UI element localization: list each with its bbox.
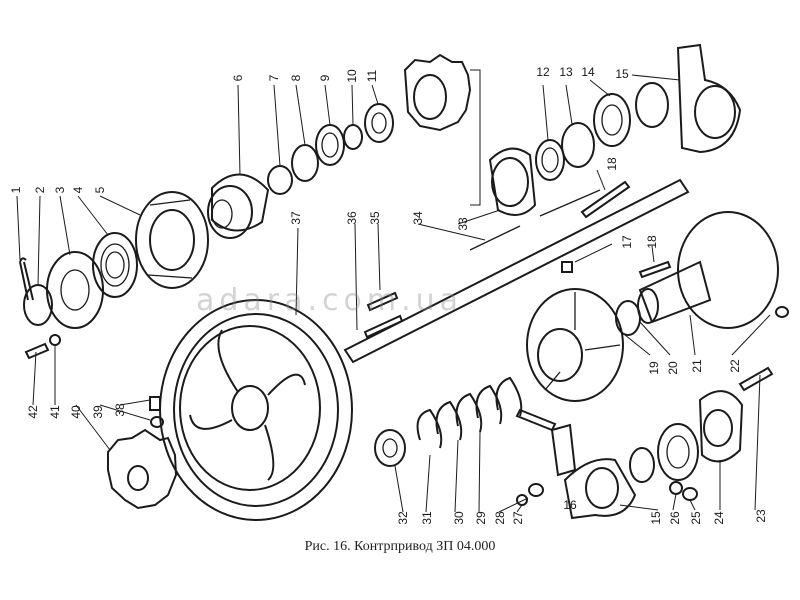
part-6-hub-flange: [207, 173, 270, 239]
label-18-right: 18: [645, 235, 659, 249]
label-25: 25: [689, 511, 703, 525]
part-23-bolt: [738, 366, 774, 392]
label-34: 34: [411, 211, 425, 225]
part-16-pillow-block: [563, 458, 637, 520]
part-17-grease-nipple: [561, 261, 573, 273]
part-21-pulley-half: [637, 211, 779, 329]
part-8-ring: [291, 144, 319, 182]
label-18-top: 18: [605, 157, 619, 171]
label-15-bottom: 15: [649, 511, 663, 525]
part-40-sprocket: [107, 428, 178, 510]
part-39-washer: [150, 416, 164, 428]
label-12: 12: [536, 65, 550, 79]
part-24-flange: [698, 390, 744, 463]
part-20-ring: [615, 300, 641, 336]
label-22: 22: [728, 359, 742, 373]
label-24: 24: [712, 511, 726, 525]
part-10-washer: [343, 124, 363, 150]
label-27: 27: [511, 511, 525, 525]
part-14-bearing: [593, 93, 631, 147]
label-39: 39: [91, 405, 105, 419]
label-15-top: 15: [615, 67, 629, 81]
label-26: 26: [668, 511, 682, 525]
label-41: 41: [48, 405, 62, 419]
part-15-pillow-block-top: [676, 43, 742, 154]
part-38-bolt: [149, 396, 161, 411]
label-7: 7: [267, 74, 281, 82]
label-29: 29: [474, 511, 488, 525]
label-14: 14: [581, 65, 595, 79]
part-7-sleeve: [267, 165, 293, 195]
label-9: 9: [318, 74, 332, 82]
label-42: 42: [26, 405, 40, 419]
part-11-bearing: [364, 103, 394, 143]
label-6: 6: [231, 74, 245, 82]
label-16: 16: [563, 498, 577, 512]
part-9-bearing: [315, 124, 345, 166]
label-13: 13: [559, 65, 573, 79]
part-22-nut: [775, 306, 789, 318]
part-18-key-right: [638, 260, 672, 279]
label-38: 38: [113, 403, 127, 417]
label-33: 33: [456, 217, 470, 231]
label-4: 4: [71, 186, 85, 194]
label-30: 30: [452, 511, 466, 525]
part-ring-near-15: [635, 82, 669, 128]
label-40: 40: [69, 405, 83, 419]
label-23: 23: [754, 509, 768, 523]
watermark-text: adara.com.ua: [196, 283, 464, 318]
figure-caption: Рис. 16. Контрпривод ЗП 04.000: [304, 539, 496, 554]
part-35-key: [366, 291, 399, 312]
part-30-bolt: [515, 408, 557, 432]
label-10: 10: [345, 69, 359, 83]
label-31: 31: [420, 511, 434, 525]
part-5-bearing-housing: [135, 191, 209, 289]
label-32: 32: [396, 511, 410, 525]
part-13-ring: [561, 122, 595, 168]
part-3-flange: [46, 251, 104, 329]
label-11: 11: [365, 69, 379, 83]
part-12-seal: [535, 139, 565, 181]
label-19: 19: [647, 361, 661, 375]
leader-lines: [16, 74, 771, 513]
part-33-bearing-housing: [488, 147, 537, 216]
label-2: 2: [33, 186, 47, 194]
label-35: 35: [368, 211, 382, 225]
label-37: 37: [289, 211, 303, 225]
part-34-shaft: [343, 178, 690, 364]
part-29-bracket: [550, 423, 577, 477]
part-sprocket-top: [403, 53, 472, 132]
part-37-pulley: [159, 299, 353, 521]
part-4-seal: [92, 232, 138, 298]
label-5: 5: [93, 186, 107, 194]
part-31-spring: [416, 376, 523, 449]
part-36-key: [363, 314, 404, 339]
label-20: 20: [666, 361, 680, 375]
label-3: 3: [53, 186, 67, 194]
part-42-bolt: [24, 342, 50, 360]
label-21: 21: [690, 359, 704, 373]
part-19-spoked-hub: [526, 288, 624, 402]
label-28: 28: [493, 511, 507, 525]
part-32-washer: [374, 429, 406, 467]
label-8: 8: [289, 74, 303, 82]
part-bearing-seal-low: [629, 423, 699, 483]
part-25-26-nuts: [669, 481, 698, 501]
label-36: 36: [345, 211, 359, 225]
part-41-washer: [49, 334, 61, 346]
label-17: 17: [620, 235, 634, 249]
part-18-key-top: [580, 180, 631, 219]
label-1: 1: [9, 186, 23, 194]
